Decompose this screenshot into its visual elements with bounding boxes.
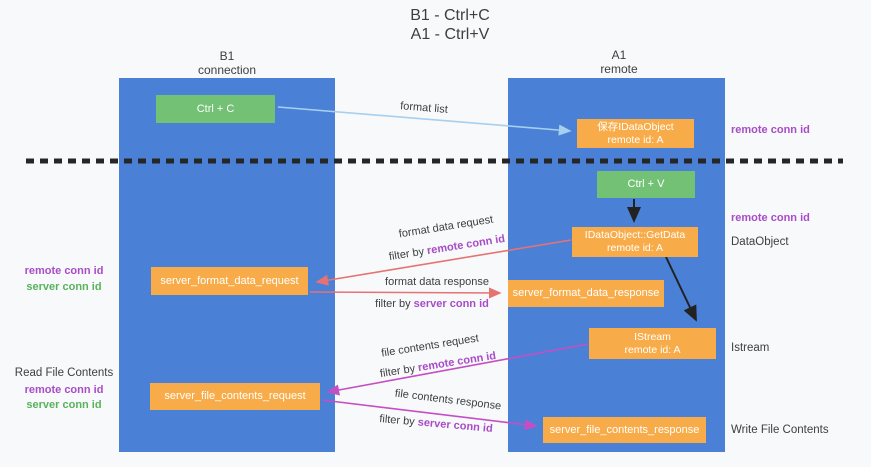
lane-a1-name: A1 xyxy=(611,48,627,62)
node-server-file-contents-response-label: server_file_contents_response xyxy=(549,423,700,436)
node-server-format-data-response: server_format_data_response xyxy=(508,280,664,307)
lane-a1-role: remote xyxy=(600,62,638,76)
left-read-file-contents: Read File Contents xyxy=(14,367,114,379)
lane-b1-name: B1 xyxy=(219,49,235,63)
node-save-idataobject-line2: remote id: A xyxy=(607,133,664,146)
right-remote-conn-id-2: remote conn id xyxy=(731,212,810,224)
node-server-file-contents-request-label: server_file_contents_request xyxy=(164,390,306,402)
node-getdata-line1: IDataObject::GetData xyxy=(584,229,686,241)
remote-conn-id-text: remote conn id xyxy=(426,232,506,258)
filter-by-text: filter by xyxy=(378,413,416,429)
right-istream-label: Istream xyxy=(731,342,770,354)
node-server-format-data-response-label: server_format_data_response xyxy=(512,287,660,299)
server-conn-id-text: server conn id xyxy=(413,298,489,310)
node-ctrl-c: Ctrl + C xyxy=(156,95,275,123)
remote-conn-id-text: remote conn id xyxy=(417,349,497,375)
label-format-data-response: format data response xyxy=(385,276,489,288)
filter-by-text: filter by xyxy=(388,245,426,264)
lane-b1-role: connection xyxy=(197,63,257,77)
right-remote-conn-id-1: remote conn id xyxy=(731,124,810,136)
right-dataobject-label: DataObject xyxy=(731,236,789,248)
title-line-2: A1 - Ctrl+V xyxy=(410,26,490,43)
label-format-list: format list xyxy=(399,100,449,116)
left-remote-conn-id-1: remote conn id xyxy=(24,265,104,277)
node-save-idataobject: 保存IDataObject remote id: A xyxy=(577,119,694,148)
node-istream-line2: remote id: A xyxy=(624,343,681,356)
format-data-response-arrow xyxy=(309,287,502,299)
node-getdata-line2: remote id: A xyxy=(606,242,664,254)
node-istream-line1: IStream xyxy=(634,330,671,343)
filter-by-text: filter by xyxy=(379,362,417,381)
diagram-title: B1 - Ctrl+C A1 - Ctrl+V xyxy=(330,6,570,44)
lane-header-b1: B1 connection xyxy=(167,49,287,77)
filter-by-text: filter by xyxy=(375,298,411,310)
node-server-file-contents-response: server_file_contents_response xyxy=(543,417,706,443)
label-file-contents-response: file contents response xyxy=(394,387,502,413)
node-ctrl-v: Ctrl + V xyxy=(597,171,695,198)
label-filter-by-server-1: filter by server conn id xyxy=(375,298,489,310)
left-server-conn-id-1: server conn id xyxy=(26,281,102,293)
node-istream: IStream remote id: A xyxy=(589,328,716,359)
lane-header-a1: A1 remote xyxy=(559,48,679,76)
node-idataobject-getdata: IDataObject::GetData remote id: A xyxy=(572,227,698,257)
left-server-conn-id-2: server conn id xyxy=(26,399,102,411)
title-line-1: B1 - Ctrl+C xyxy=(410,7,490,24)
node-server-format-data-request-label: server_format_data_request xyxy=(160,274,299,287)
right-write-file-contents: Write File Contents xyxy=(731,424,829,436)
node-ctrl-c-label: Ctrl + C xyxy=(196,102,235,115)
left-remote-conn-id-2: remote conn id xyxy=(24,384,104,396)
node-server-file-contents-request: server_file_contents_request xyxy=(150,383,320,410)
node-ctrl-v-label: Ctrl + V xyxy=(627,178,665,190)
label-filter-by-server-2: filter by server conn id xyxy=(379,413,493,435)
server-conn-id-text: server conn id xyxy=(417,416,494,435)
node-server-format-data-request: server_format_data_request xyxy=(151,267,308,295)
node-save-idataobject-line1: 保存IDataObject xyxy=(597,120,674,133)
